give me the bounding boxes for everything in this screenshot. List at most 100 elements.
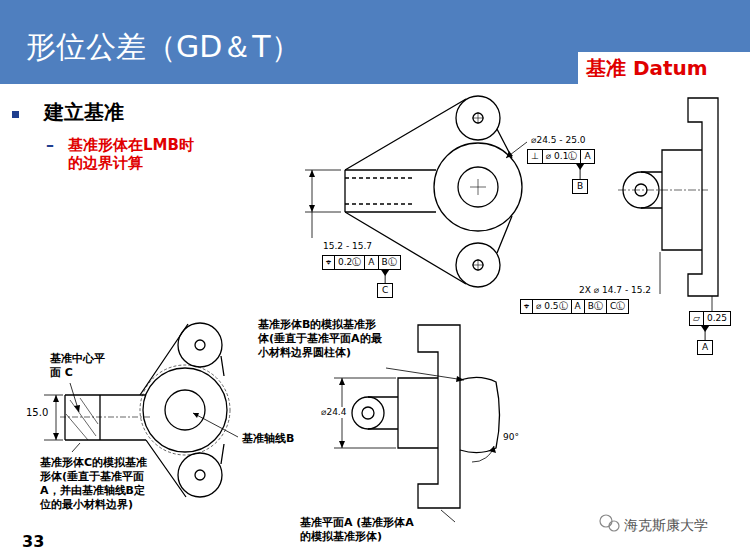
datum-connector [701,326,709,340]
frame-cell: CⓁ [606,300,628,313]
feature-control-frame: ⌖⌀ 0.5ⓁABⓁCⓁ [520,299,629,314]
dimension: 2X ⌀ 14.7 - 15.2 [578,285,652,296]
dimension-lines [660,252,661,294]
simulated-datum-top-view [195,470,205,480]
header-band [578,52,750,84]
simulated-datum-top-view [165,390,205,430]
diameter-dimension [334,378,494,462]
frame-cell: ⌖ [521,300,532,313]
simulated-datum-top-view [178,453,222,497]
header-band [0,0,750,84]
frame-cell: BⓁ [584,300,606,313]
datum-connector [381,270,389,283]
part-top-view [345,170,436,212]
leader-lines [70,383,79,412]
simulated-datum-side-view [352,397,384,429]
feature-control-frame: ⌖0.2ⓁABⓁ [322,255,401,270]
frame-cell: ⌀ 0.5Ⓛ [532,300,571,313]
datum-box: A [697,340,713,355]
leader-lines [193,413,238,437]
dimension: ⌀24.4 [320,407,347,418]
callout-note: 基准平面A (基准形体A的模拟基准形体) [300,516,420,544]
frame-cell: A [580,150,593,163]
simulated-datum-top-view [66,398,98,440]
diameter-dimension [472,446,494,462]
simulated-datum-side-view [362,407,374,419]
simulated-datum-top-view [60,417,150,418]
leader-arrowheads [53,395,59,402]
arrowheads [309,205,315,212]
page-number: 33 [22,532,44,552]
frame-cell: A [364,256,377,269]
header-band [0,0,750,84]
datum-triangle [576,164,584,170]
part-side-view [618,190,708,191]
arrowheads [309,170,315,177]
dimension-lines [506,142,527,158]
dimension: 15.0 [25,407,49,419]
arrowheads [309,151,513,212]
frame-cell: ⊥ [528,150,542,163]
leader-arrowheads [193,413,199,418]
dimension: 15.2 - 15.7 [322,241,373,252]
simulated-datum-side-view [398,378,438,448]
frame-cell: ⌖ [323,256,334,269]
dimension: ⌀24.5 - 25.0 [530,135,586,146]
part-top-view [345,96,522,287]
datum-triangle [381,270,389,276]
simulated-datum-side-view [352,325,500,508]
dimension-lines [305,142,712,311]
callout-note: 基准形体B的模拟基准形体(垂直于基准平面A的最小材料边界圆柱体) [258,318,383,360]
frame-cell: 0.2Ⓛ [334,256,364,269]
bullet-square [12,111,19,118]
datum-connector [576,164,584,179]
part-top-view [345,178,412,204]
simulated-datum-top-view [140,324,224,497]
feature-control-frame: ▱0.25 [689,311,731,326]
datum-box: C [377,283,393,298]
callout-note: 基准轴线B [242,432,294,446]
simulated-datum-top-view [140,365,230,455]
section-tag: 基准 Datum [586,56,708,80]
datum-letter: B [573,180,587,193]
watermark-icon [609,521,619,531]
simulated-datum-side-view [418,325,460,508]
dimension-arrowheads [339,378,345,385]
part-side-view [662,150,702,250]
dimension-arrowheads [339,378,496,453]
datum-letter: C [378,284,392,297]
arrowheads [506,151,513,158]
leader-lines [441,510,455,522]
part-top-view [470,112,486,271]
watermark-icon [600,515,612,527]
simulated-datum-side-view [460,377,500,452]
simulated-datum-side-view [368,397,398,429]
bullet-square [12,111,19,118]
bullet-heading: 建立基准 [44,100,124,124]
simulated-datum-top-view [143,368,227,452]
leader-arrowheads [53,376,464,440]
leader-lines [72,443,80,452]
dimension-arrowheads [339,441,345,448]
watermark: 海克斯康大学 [624,516,708,534]
slide-title: 形位公差（GD＆T） [26,30,301,64]
part-side-view [618,98,718,296]
callout-note: 基准形体C的模拟基准形体(垂直于基准平面A，并由基准轴线B定位的最小材料边界) [40,456,150,512]
dimension-arrowheads [489,446,496,453]
datum-triangle [701,326,709,332]
angle-dimension: 90° [502,432,520,443]
frame-cell: A [571,300,584,313]
sub-heading: 基准形体在LMB时的边界计算 [68,136,196,172]
frame-cell: ▱ [690,312,703,325]
sub-bullet: – [46,136,54,154]
leader-arrowheads [74,405,80,412]
dimension-lines [712,296,713,311]
callout-note: 基准中心平面 C [50,352,110,380]
frame-cell: ⌀ 0.1Ⓛ [542,150,581,163]
simulated-datum-top-view [65,395,146,440]
part-side-view [688,98,718,296]
datum-box: B [572,179,588,194]
datum-letter: A [698,341,712,354]
dimension-lines [305,170,341,238]
frame-cell: BⓁ [378,256,400,269]
